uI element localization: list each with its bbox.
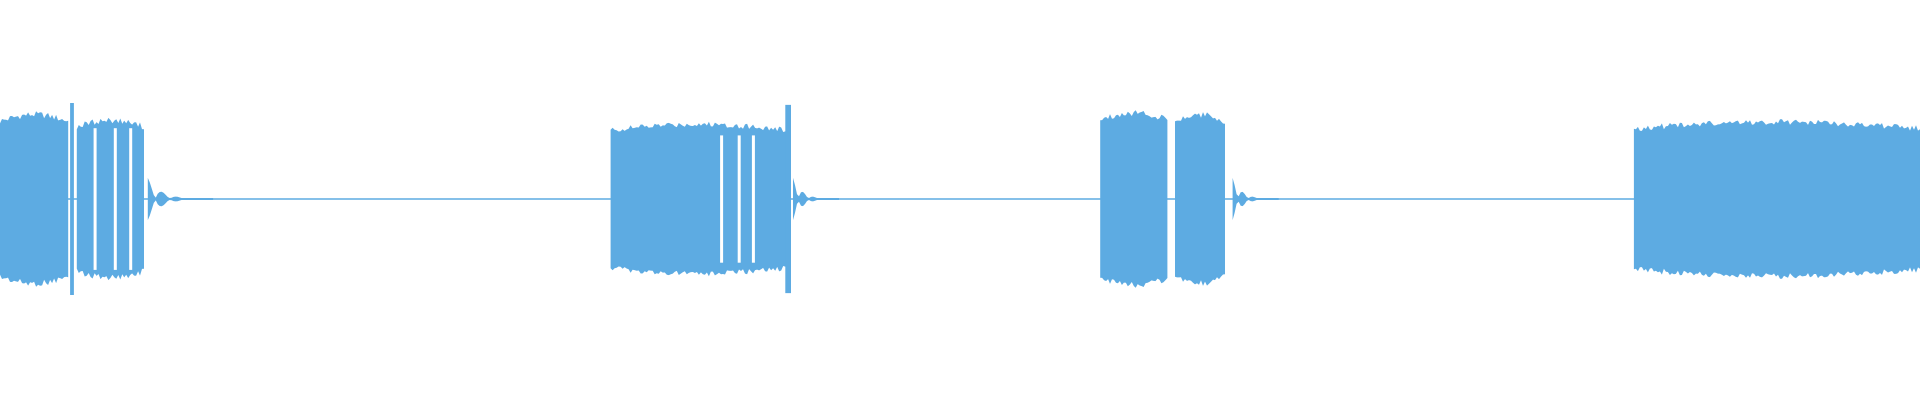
waveform-gap [93,128,97,270]
waveform-segment-decay [793,177,839,221]
waveform-segment-spike [785,104,791,294]
waveform-gap [751,135,755,263]
waveform-segment-burst [610,121,788,277]
waveform-gap [737,135,741,263]
waveform-gap [129,128,133,270]
waveform-segments [0,103,1920,295]
waveform-segment-burst [76,117,144,281]
waveform-segment-decay [1232,177,1279,221]
waveform-segment-spike [70,103,74,295]
waveform-segment-burst [1633,119,1920,279]
waveform-segment-burst [1175,112,1225,286]
waveform-segment-decay [147,177,214,221]
waveform-gap [113,128,117,270]
waveform-gap [720,135,724,263]
waveform-segment-burst [1100,110,1168,288]
waveform-segment-burst [0,111,69,287]
